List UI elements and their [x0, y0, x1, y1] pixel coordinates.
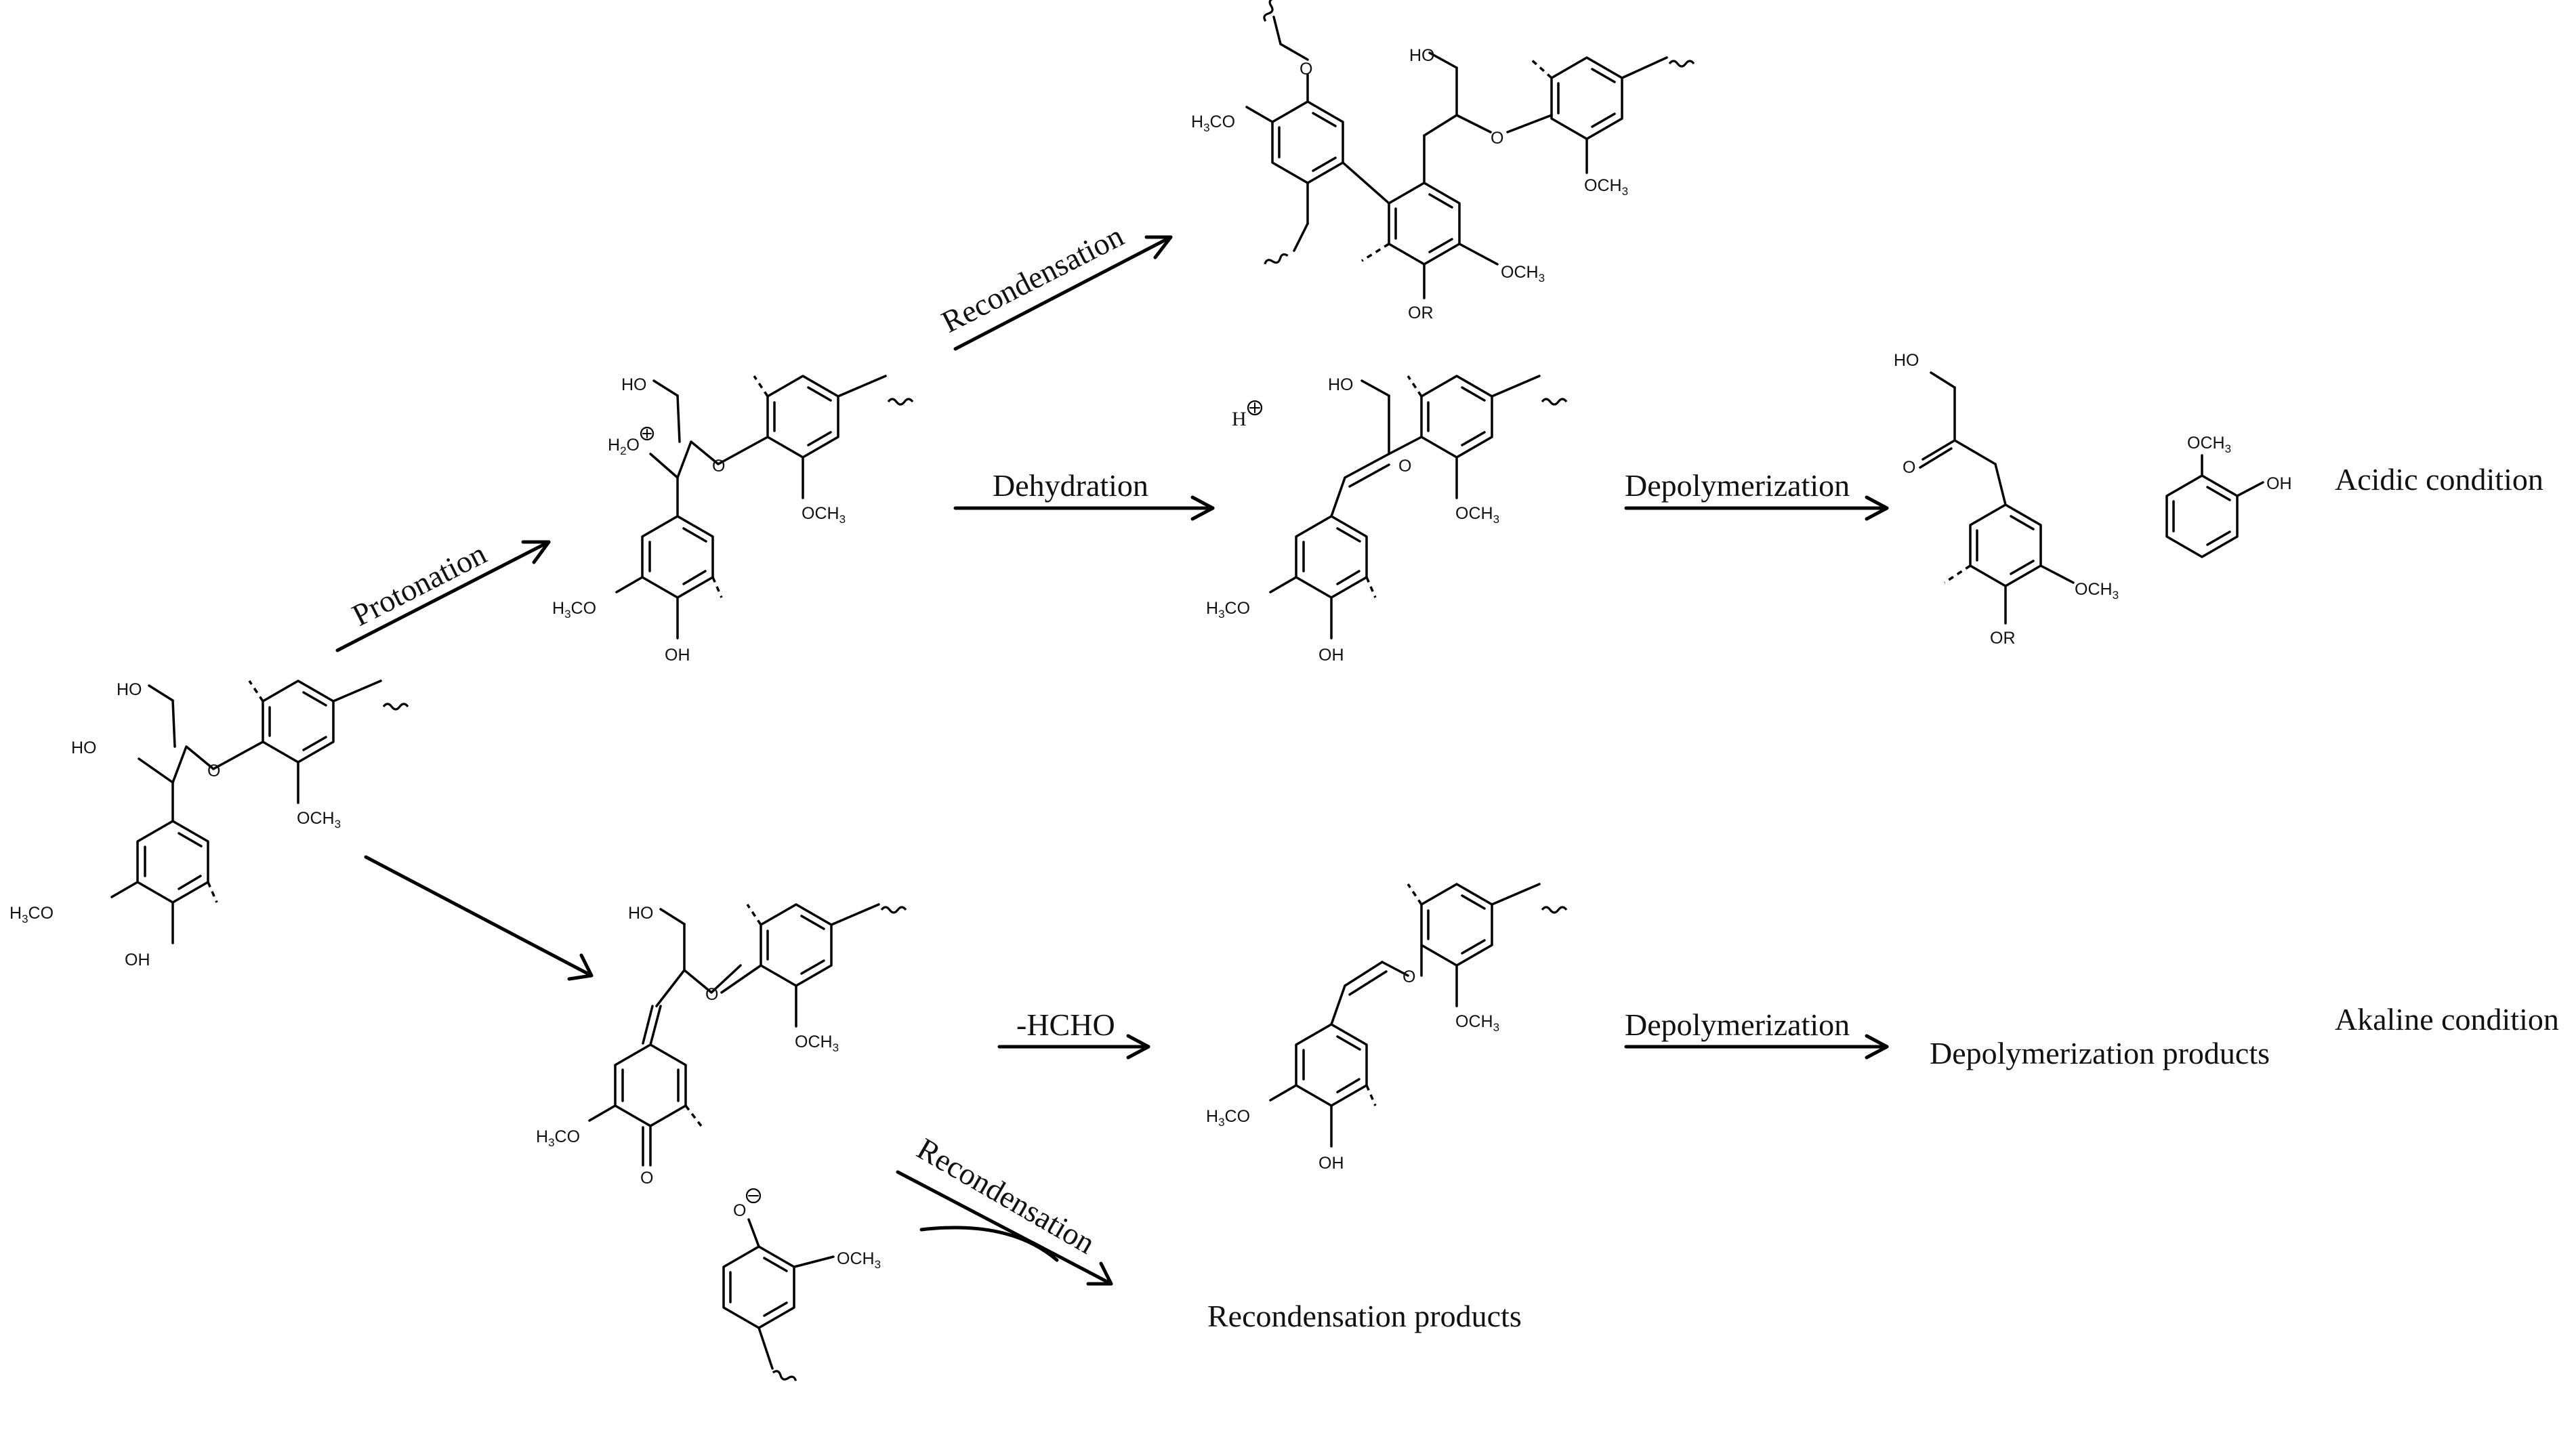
recondensation-acidic-label: Recondensation: [936, 218, 1129, 339]
hydroxyl-label: HO: [621, 375, 647, 394]
alkaline-arrow: [364, 855, 594, 981]
hydroxyl-label: OH: [665, 646, 690, 665]
ether-oxygen-label: O: [1403, 967, 1415, 986]
acidic-condition-label: Acidic condition: [2335, 462, 2543, 497]
ether-oxygen-label: O: [705, 985, 718, 1004]
hydroxyl-label: HO: [117, 680, 142, 699]
proton-label: H: [1232, 408, 1247, 430]
protonation-arrow: [335, 540, 551, 652]
enol-ether-intermediate: HO O OCH3 H3CO OH: [1206, 375, 1568, 665]
methoxy-label: OCH3: [1501, 263, 1545, 285]
hydroxyl-label: OH: [1318, 646, 1344, 665]
methoxy-label: OCH3: [1584, 176, 1628, 198]
methoxy-label: H3CO: [9, 904, 54, 925]
alkaline-enol-ether-intermediate: O OCH3 H3CO OH: [1206, 883, 1568, 1173]
ether-oxygen-label: O: [1300, 60, 1312, 79]
minus-hcho-label: -HCHO: [1016, 1007, 1115, 1042]
depolymerization-alkaline-label: Depolymerization: [1625, 1007, 1850, 1042]
minus-hcho-arrow: [997, 1034, 1150, 1060]
starting-lignin-structure: HO HO O OCH3 H3CO OH: [9, 680, 409, 969]
methoxy-label: H3CO: [536, 1127, 580, 1149]
methoxy-label: OCH3: [297, 809, 341, 831]
depolymerization-alkaline-arrow: [1624, 1034, 1889, 1060]
ether-oxygen-label: O: [1491, 129, 1503, 148]
recondensation-dimer-structure: O H3CO OR OCH3 HO O OCH3: [1191, 0, 1695, 322]
alkoxy-label: OR: [1990, 629, 2016, 648]
oxonium-label: H2O: [608, 436, 640, 457]
recondensation-acidic-arrow: [953, 235, 1173, 351]
phenolate-oxygen-label: O: [733, 1201, 746, 1220]
ether-oxygen-label: O: [712, 457, 725, 476]
depolymerization-products-label: Depolymerization products: [1930, 1036, 2270, 1070]
guaiacol-structure: OCH3 OH: [2165, 434, 2292, 558]
carbonyl-oxygen-label: O: [1903, 458, 1915, 477]
methoxy-label: OCH3: [1455, 1012, 1499, 1034]
hydroxyl-label: OH: [1318, 1154, 1344, 1173]
hydroxyl-label: HO: [1894, 351, 1919, 370]
alkaline-condition-label: Akaline condition: [2335, 1002, 2559, 1037]
phenolate-structure: O OCH3: [722, 1188, 881, 1385]
dehydration-label: Dehydration: [993, 468, 1148, 503]
hydroxyl-label: OH: [2266, 474, 2292, 493]
methoxy-label: OCH3: [837, 1249, 881, 1271]
methoxy-label: OCH3: [2187, 434, 2231, 455]
ether-oxygen-label: O: [1398, 457, 1411, 476]
methoxy-label: H3CO: [552, 599, 596, 621]
hydroxyl-label: HO: [71, 738, 97, 757]
hydroxyl-label: HO: [1409, 46, 1435, 65]
hibbert-ketone-structure: HO O OR OCH3: [1894, 351, 2119, 648]
methoxy-label: OCH3: [802, 504, 846, 526]
depolymerization-acidic-arrow: [1624, 495, 1889, 521]
carbonyl-oxygen-label: O: [640, 1169, 653, 1188]
ether-oxygen-label: O: [207, 761, 220, 780]
methoxy-label: OCH3: [795, 1032, 839, 1054]
methoxy-label: OCH3: [1455, 504, 1499, 526]
dehydration-arrow: [953, 495, 1215, 521]
hydroxyl-label: HO: [628, 904, 654, 923]
hydroxyl-label: OH: [125, 951, 150, 969]
protonated-intermediate: HO H2O O OCH3 H3CO OH: [552, 375, 914, 665]
recondensation-products-label: Recondensation products: [1207, 1299, 1522, 1333]
recondensation-alkaline-arrow: [896, 1170, 1113, 1286]
methoxy-label: H3CO: [1191, 112, 1235, 134]
depolymerization-acidic-label: Depolymerization: [1625, 468, 1850, 503]
quinone-methide-intermediate: HO O OCH3 H3CO O: [536, 903, 907, 1188]
methoxy-label: H3CO: [1206, 599, 1250, 621]
alkoxy-label: OR: [1408, 304, 1434, 322]
methoxy-label: OCH3: [2075, 580, 2119, 602]
hydroxyl-label: HO: [1328, 375, 1354, 394]
methoxy-label: H3CO: [1206, 1107, 1250, 1129]
